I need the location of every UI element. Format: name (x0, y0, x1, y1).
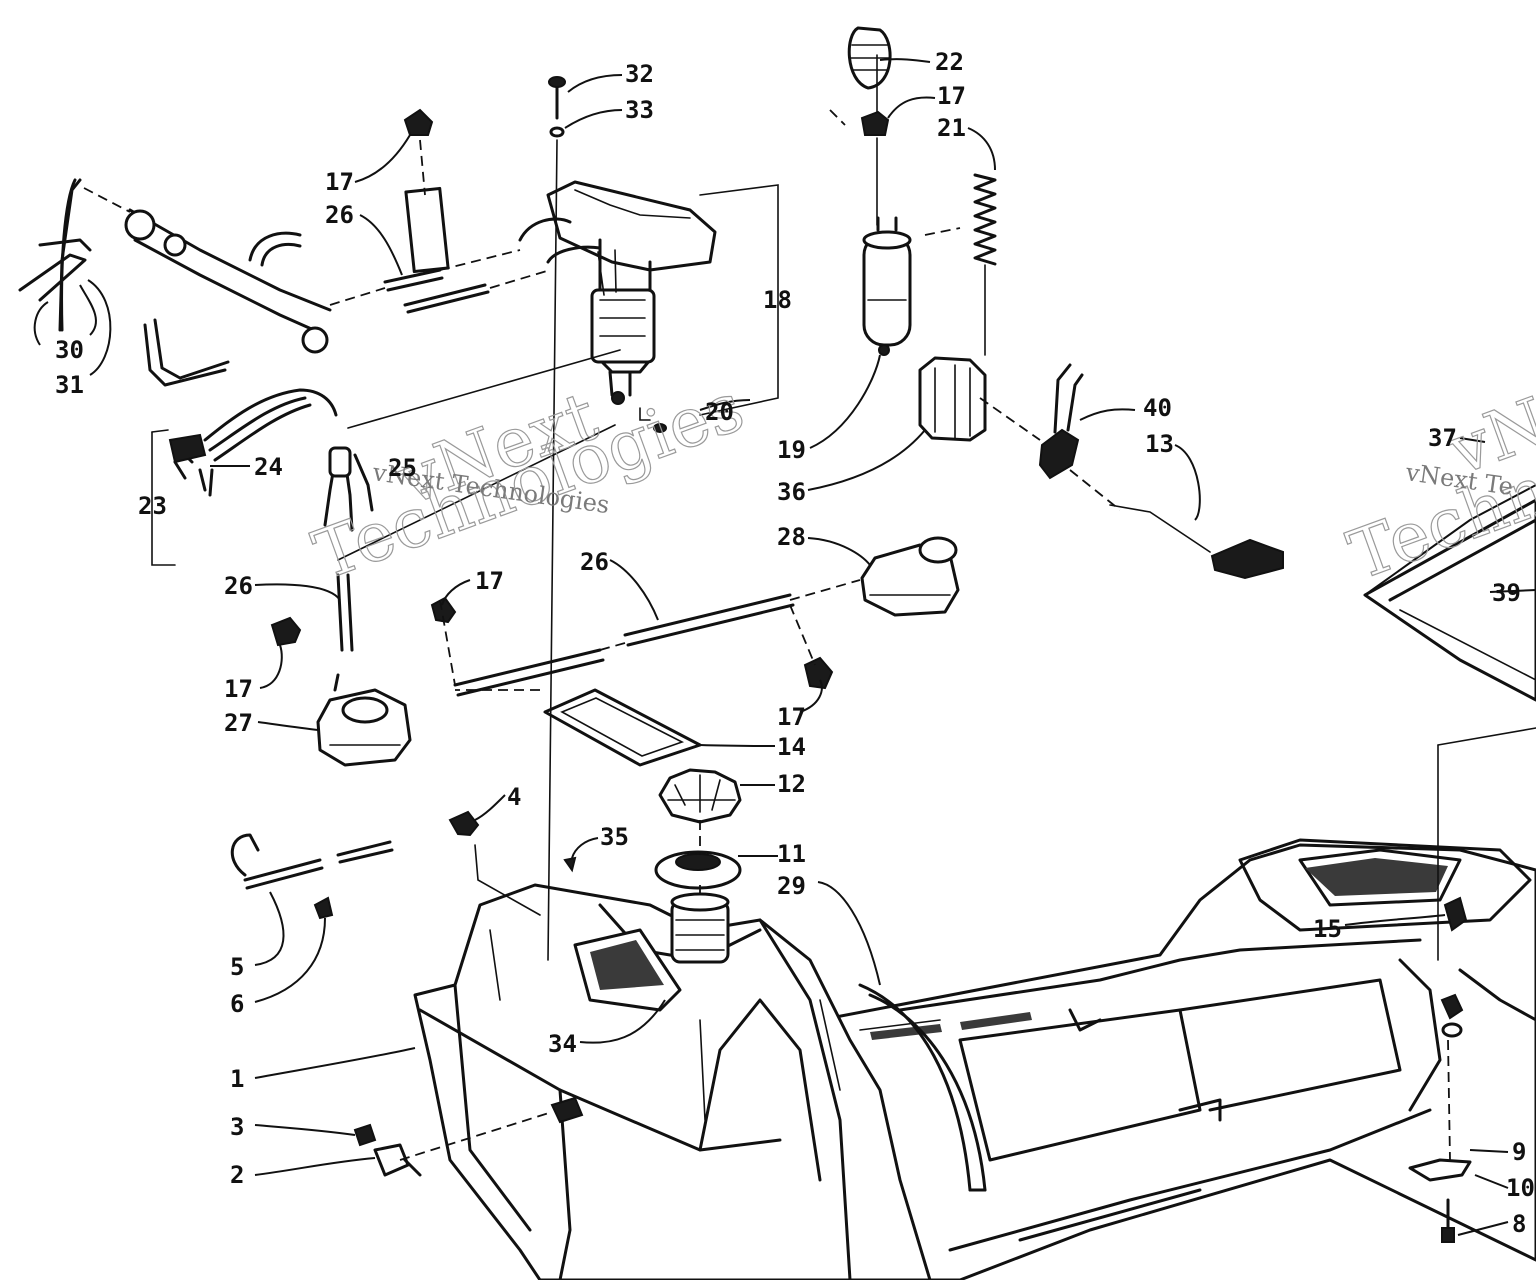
fuel-pump-assembly (518, 180, 717, 405)
chassis-frame (818, 838, 1536, 1280)
fuel-tank (413, 883, 932, 1280)
callout-17: 17 (777, 703, 806, 731)
callout-36: 36 (777, 478, 806, 506)
callout-26: 26 (325, 201, 354, 229)
callout-17: 17 (475, 567, 504, 595)
alignment-lines (151, 54, 1536, 961)
callout-40: 40 (1143, 394, 1172, 422)
tank-strap (858, 983, 987, 1192)
callout-21: 21 (937, 114, 966, 142)
mount-hardware (1408, 896, 1472, 1243)
callout-25: 25 (388, 454, 417, 482)
callout-35: 35 (600, 823, 629, 851)
callout-6: 6 (230, 990, 244, 1018)
screws (548, 76, 667, 873)
assembly-dashed-lines (83, 109, 1451, 1161)
callout-10: 10 (1506, 1174, 1535, 1202)
callout-4: 4 (507, 783, 521, 811)
callout-2: 2 (230, 1161, 244, 1189)
callout-22: 22 (935, 48, 964, 76)
hose-clamps (270, 596, 834, 920)
cover-plate (1363, 498, 1536, 702)
callout-20: 20 (705, 398, 734, 426)
callout-34: 34 (548, 1030, 577, 1058)
pump-filter-sock (847, 26, 892, 90)
callout-39: 39 (1492, 579, 1521, 607)
callout-19: 19 (777, 436, 806, 464)
callout-13: 13 (1145, 430, 1174, 458)
drain-plug (353, 1096, 584, 1177)
callout-12: 12 (777, 770, 806, 798)
sender-housing-left (316, 673, 412, 767)
callout-23: 23 (138, 492, 167, 520)
callout-11: 11 (777, 840, 806, 868)
fuel-gauge-sender (1038, 363, 1084, 480)
sender-housing-right (860, 536, 960, 617)
filler-neck-ring (654, 850, 742, 890)
callout-31: 31 (55, 371, 84, 399)
connector-plug (1109, 504, 1284, 580)
callout-27: 27 (224, 709, 253, 737)
callout-17: 17 (325, 168, 354, 196)
pump-clamp (860, 110, 890, 136)
callout-24: 24 (254, 453, 283, 481)
callout-14: 14 (777, 733, 806, 761)
callout-30: 30 (55, 336, 84, 364)
callout-37: 37 (1428, 424, 1457, 452)
callout-15: 15 (1313, 915, 1342, 943)
wiring-harness (168, 388, 374, 532)
callout-17: 17 (224, 675, 253, 703)
callout-29: 29 (777, 872, 806, 900)
pump-isolator (918, 356, 987, 442)
watermark-left: vNext Technologies vNext Technologies (303, 367, 754, 596)
callout-26: 26 (580, 548, 609, 576)
fuel-pump (862, 216, 912, 356)
filler-cap (658, 768, 742, 824)
sender-gasket (543, 688, 702, 767)
callout-8: 8 (1512, 1210, 1526, 1238)
callout-33: 33 (625, 96, 654, 124)
callout-18: 18 (763, 286, 792, 314)
leader-lines (33, 58, 1536, 1236)
callout-28: 28 (777, 523, 806, 551)
callout-26: 26 (224, 572, 253, 600)
callout-5: 5 (230, 953, 244, 981)
callout-9: 9 (1512, 1138, 1526, 1166)
pump-spring (973, 173, 997, 266)
callout-1: 1 (230, 1065, 244, 1093)
callout-17: 17 (937, 82, 966, 110)
callout-labels: 32 33 22 17 21 17 26 18 30 31 20 19 40 1… (55, 48, 1535, 1238)
callout-32: 32 (625, 60, 654, 88)
fuel-rail (18, 108, 450, 387)
callout-3: 3 (230, 1113, 244, 1141)
